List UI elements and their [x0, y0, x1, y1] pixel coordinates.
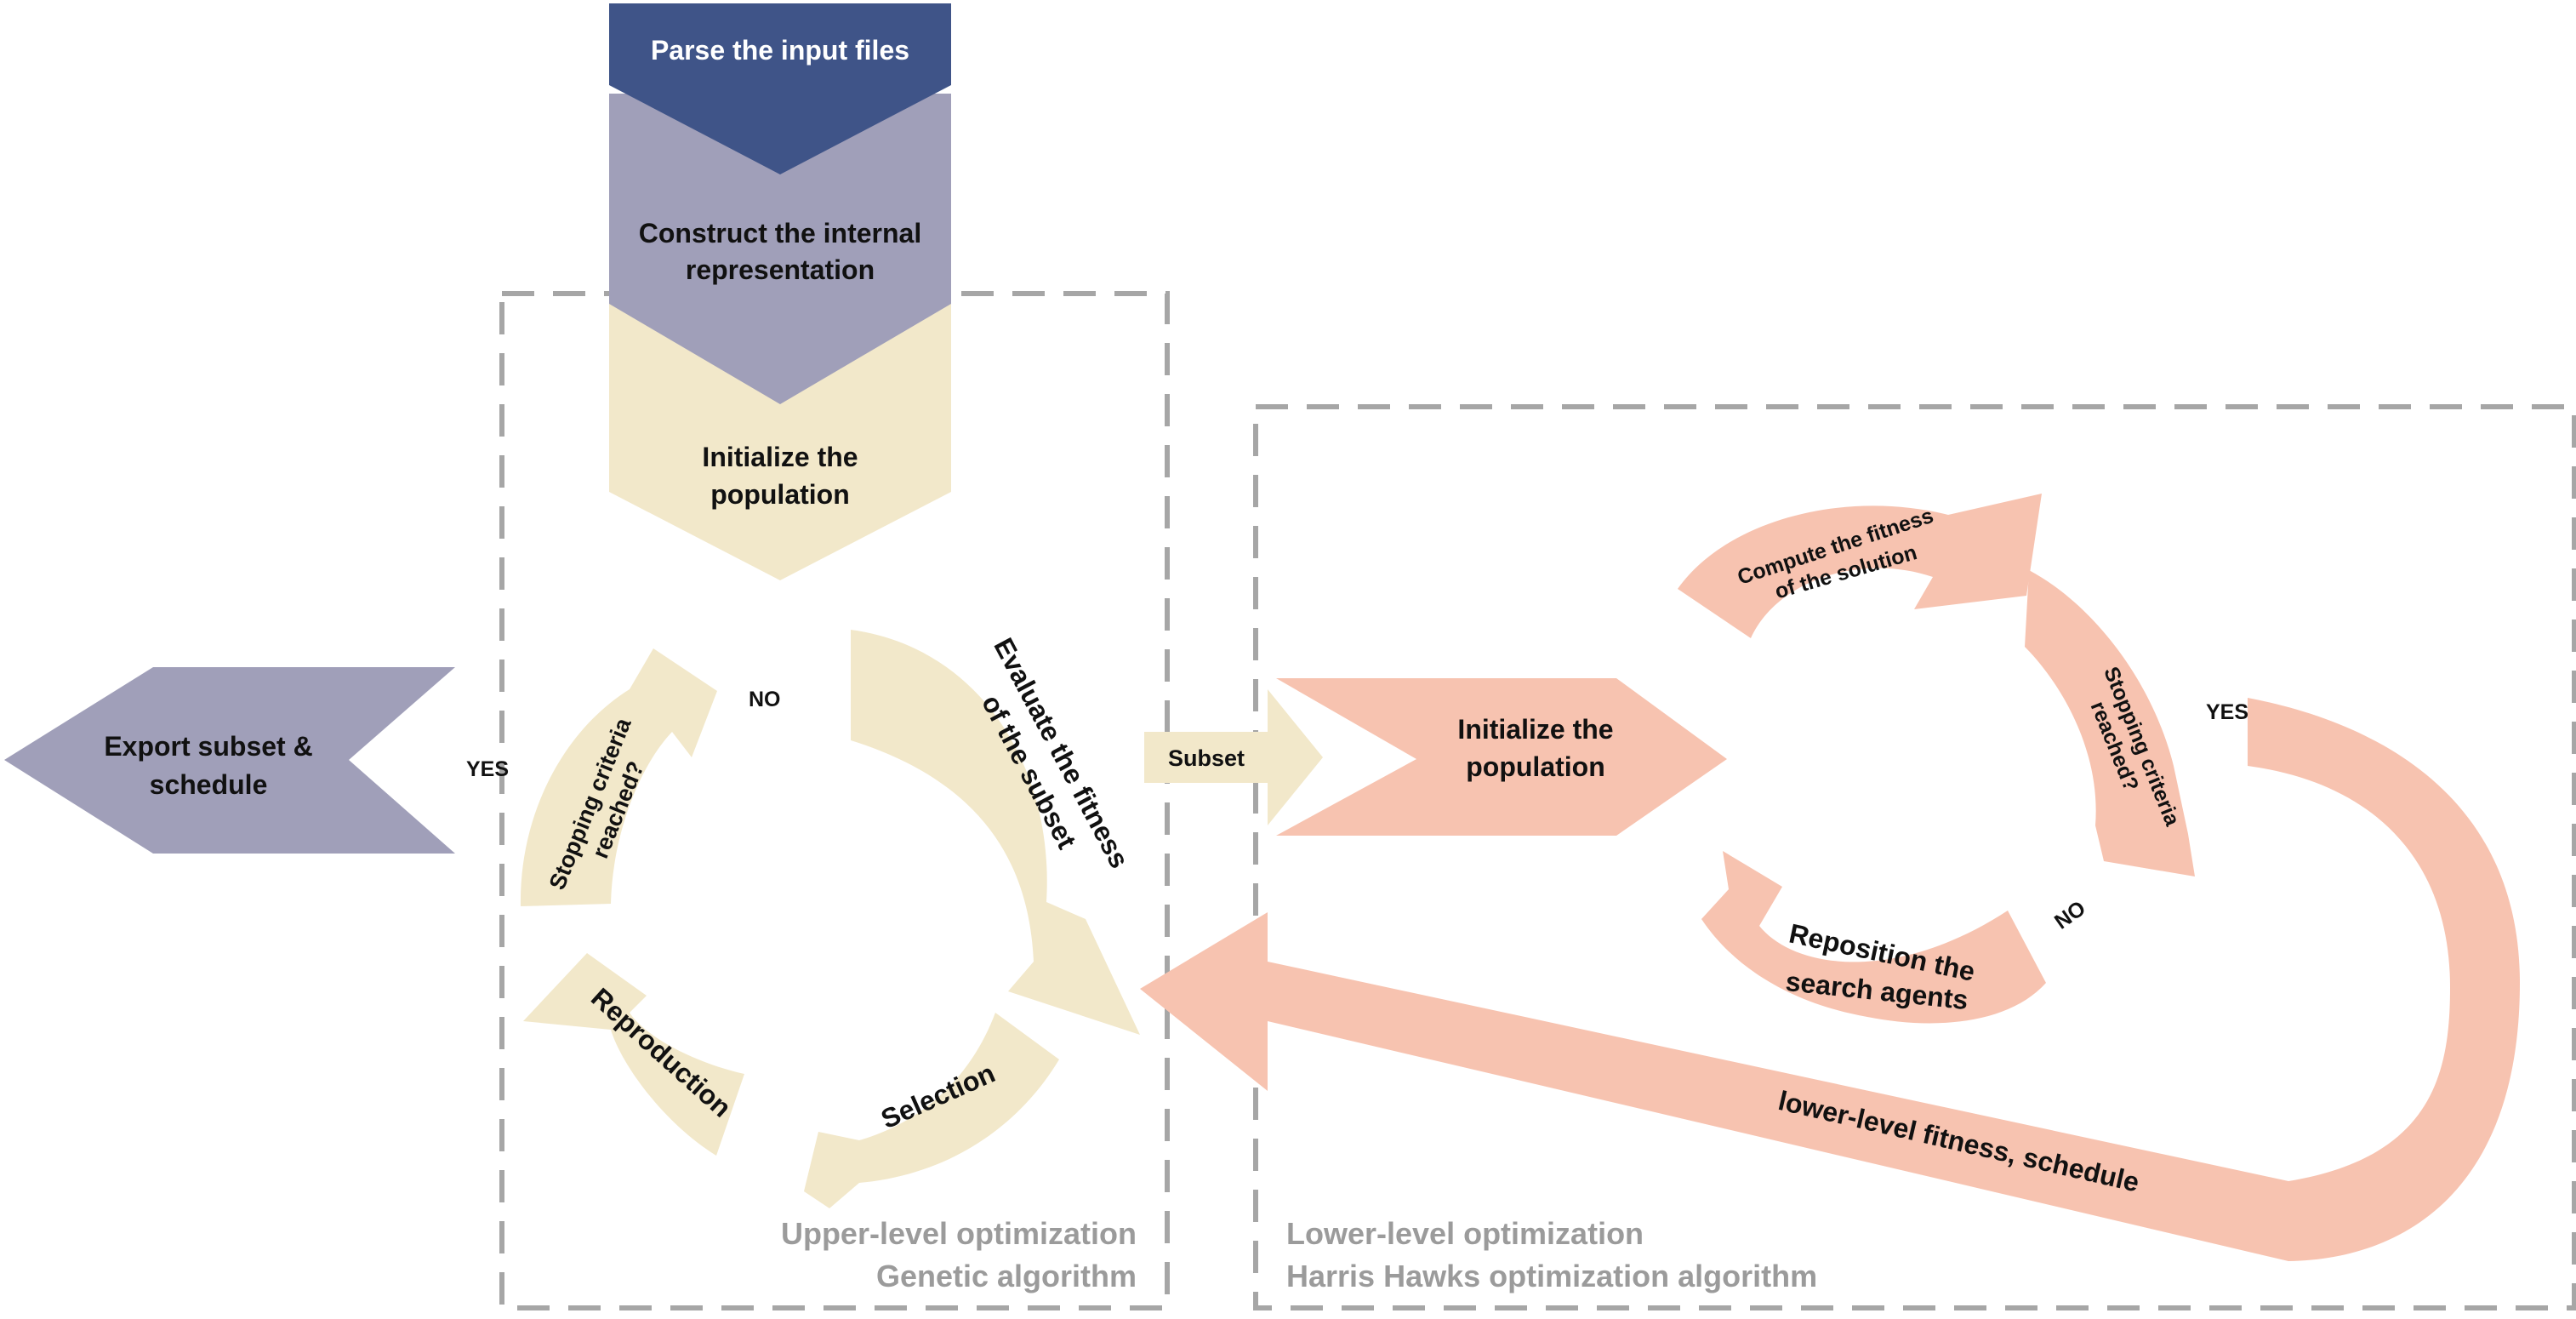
export-chevron — [4, 667, 455, 854]
init-population-chevron — [609, 288, 951, 580]
subset-label: Subset — [1168, 745, 1245, 771]
selection-arrow — [804, 1013, 1059, 1208]
compute-fitness-arrow — [1678, 494, 2042, 638]
lower-caption-line2: Harris Hawks optimization algorithm — [1286, 1259, 1817, 1293]
lower-stopping-arrow — [2025, 570, 2195, 876]
export-yes-label: YES — [466, 757, 509, 781]
lower-init-label-line2: population — [1466, 751, 1605, 782]
construct-label-line2: representation — [686, 254, 875, 285]
construct-label-line1: Construct the internal — [639, 218, 921, 248]
export-label-line2: schedule — [150, 769, 268, 800]
construct-representation-chevron — [609, 94, 951, 404]
stopping-criteria-arrow — [520, 648, 717, 906]
parse-input-chevron — [609, 3, 951, 174]
reproduction-arrow — [523, 953, 744, 1156]
lower-no-label: NO — [2050, 896, 2090, 934]
feedback-arrow — [1140, 698, 2520, 1261]
lower-caption-line1: Lower-level optimization — [1286, 1216, 1644, 1251]
upper-no-label: NO — [749, 688, 781, 711]
reposition-arrow — [1701, 851, 2046, 1024]
upper-caption-line1: Upper-level optimization — [781, 1216, 1137, 1251]
evaluate-fitness-arrow — [851, 630, 1140, 1035]
lower-yes-label: YES — [2206, 700, 2248, 724]
lower-init-chevron — [1276, 678, 1727, 836]
upper-caption-line2: Genetic algorithm — [876, 1259, 1137, 1293]
lower-init-label-line1: Initialize the — [1457, 714, 1613, 745]
init-label-line1: Initialize the — [702, 442, 858, 472]
init-label-line2: population — [710, 479, 850, 510]
parse-label: Parse the input files — [651, 35, 909, 66]
lower-level-box — [1253, 404, 2576, 1310]
export-label-line1: Export subset & — [104, 731, 312, 762]
subset-arrow — [1144, 689, 1323, 825]
